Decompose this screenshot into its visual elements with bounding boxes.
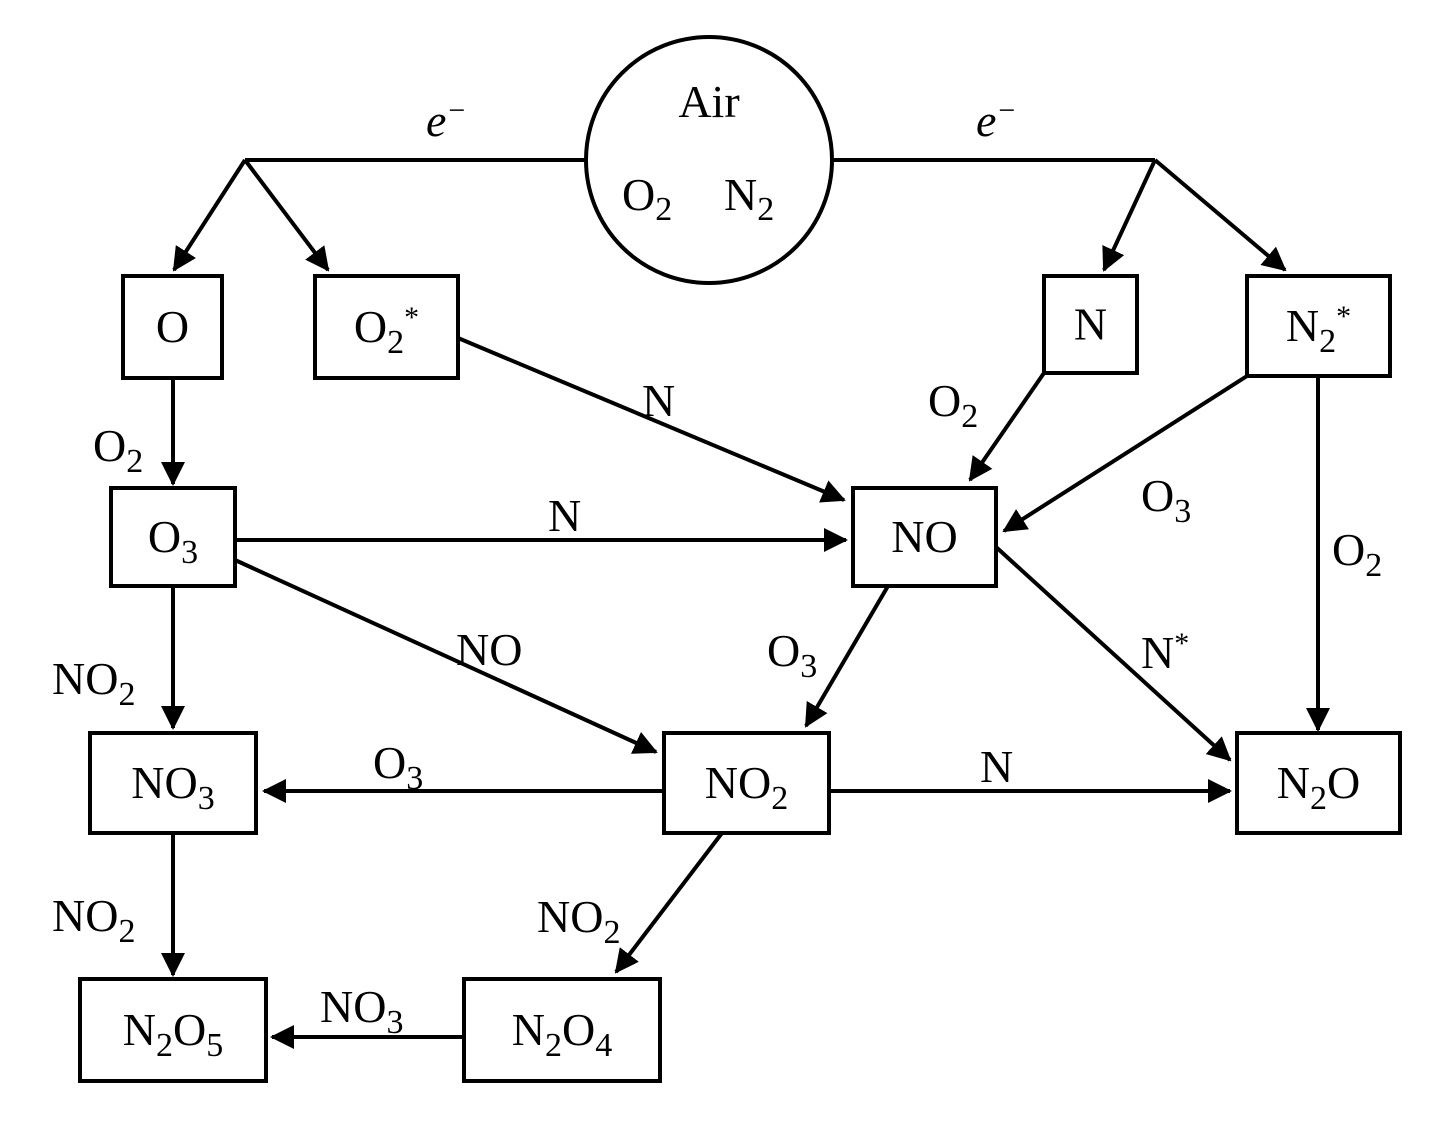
edge-label-n2s-no: O3 [1141, 470, 1191, 530]
node-box-no [851, 486, 998, 588]
node-n2o: N2O [1235, 731, 1402, 835]
node-box-n [1042, 274, 1139, 375]
edge-label-no2-no3: O3 [373, 737, 423, 797]
edge-label-o3-no3: NO2 [52, 653, 135, 713]
edge-label-o3-no2: NO [456, 624, 522, 675]
node-label-no: NO [891, 511, 957, 562]
reaction-edges [161, 336, 1330, 1049]
air-source: Air O2 N2 [584, 35, 834, 285]
node-o3: O3 [109, 486, 237, 588]
node-box-no2 [662, 731, 831, 835]
edge-no-n2o [994, 545, 1232, 762]
edge-label-n2s-n2o: O2 [1332, 524, 1382, 584]
edge-label-o3-no: N [548, 490, 581, 541]
edge-label-no3-n2o5: NO2 [52, 890, 135, 950]
node-n2o5: N2O5 [78, 977, 268, 1083]
node-box-o [121, 274, 224, 380]
edge-label-o-o3: O2 [93, 420, 143, 480]
edge-label-no-n2o: N* [1141, 627, 1189, 678]
edge-air-o2-excited [243, 158, 330, 272]
node-n: N [1042, 274, 1139, 375]
edge-label-no-no2: O3 [767, 625, 817, 685]
node-label-o3: O3 [148, 511, 198, 571]
node-box-n2o [1235, 731, 1402, 835]
node-box-n2s [1245, 274, 1392, 378]
node-no: NO [851, 486, 998, 588]
node-no3: NO3 [88, 731, 258, 835]
node-box-o2s [313, 274, 460, 380]
node-box-n2o4 [462, 977, 662, 1083]
edge-o2s-no [457, 336, 846, 503]
edge-label-n-no: O2 [928, 375, 978, 435]
node-label-n: N [1074, 299, 1107, 350]
edge-n2s-no [1002, 374, 1249, 533]
node-box-no3 [88, 731, 258, 835]
edge-air-o [172, 158, 247, 272]
air-species-o2: O2 [622, 169, 672, 228]
edge-air-n2-excited [1153, 158, 1287, 272]
edge-label-n2o4-n2o5: NO3 [320, 981, 403, 1041]
electron-label-left: e− [426, 94, 467, 146]
node-n2s: N2* [1245, 274, 1392, 378]
node-label-n2s: N2* [1286, 300, 1351, 360]
edge-label-no2-n2o: N [980, 741, 1013, 792]
electron-branch-right: e− [832, 94, 1287, 272]
electron-label-right: e− [976, 94, 1017, 146]
edge-no2-n2o4 [614, 831, 724, 974]
node-label-no3: NO3 [131, 757, 214, 817]
node-label-n2o4: N2O4 [512, 1004, 612, 1064]
node-o2s: O2* [313, 274, 460, 380]
node-label-n2o5: N2O5 [123, 1004, 223, 1064]
air-label: Air [678, 76, 739, 127]
air-species-n2: N2 [724, 169, 774, 228]
edge-o3-no2 [234, 558, 658, 754]
edge-air-n [1102, 159, 1157, 272]
node-n2o4: N2O4 [462, 977, 662, 1083]
edge-label-o2s-no: N [642, 375, 675, 426]
node-no2: NO2 [662, 731, 831, 835]
edge-label-no2-n2o4: NO2 [537, 891, 620, 951]
node-box-o3 [109, 486, 237, 588]
edge-no-no2 [804, 584, 890, 728]
node-label-no2: NO2 [705, 757, 788, 817]
node-label-o: O [156, 301, 189, 352]
node-o: O [121, 274, 224, 380]
edge-n-no [968, 371, 1046, 482]
air-circle [584, 35, 834, 285]
node-label-n2o: N2O [1277, 757, 1360, 817]
electron-branch-left: e− [172, 94, 586, 272]
node-label-o2s: O2* [354, 301, 419, 361]
node-box-n2o5 [78, 977, 268, 1083]
